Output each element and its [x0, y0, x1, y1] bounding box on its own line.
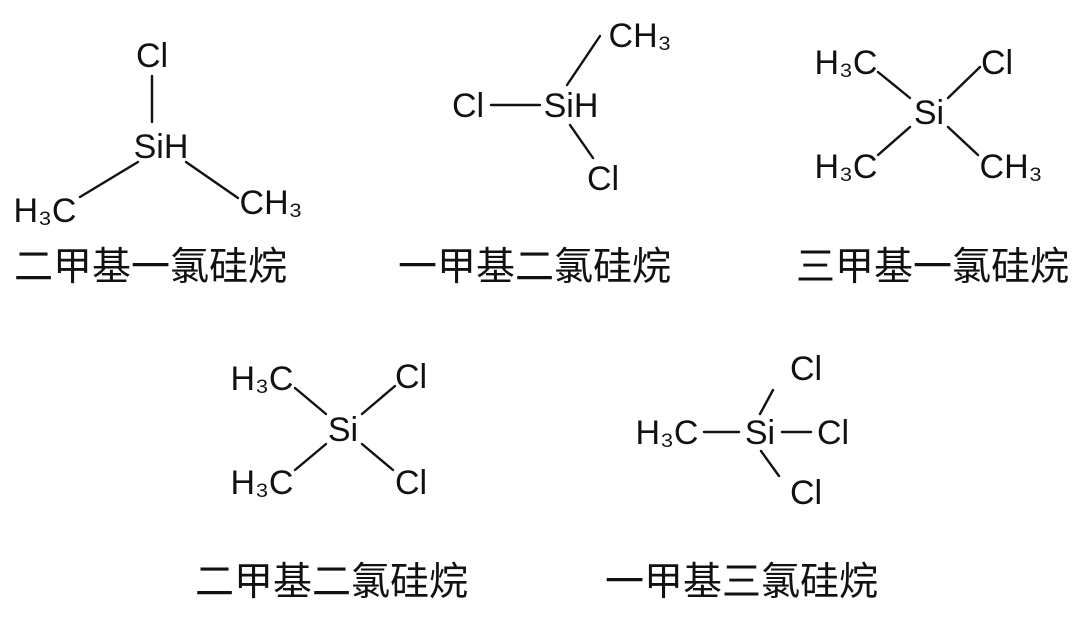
- atom-si: Si: [914, 94, 944, 132]
- molecule-dimethyldichlorosilane: H₃C Cl Si H₃C Cl: [231, 358, 428, 502]
- atom-cl-tr: Cl: [395, 358, 427, 396]
- bond-si-cl-br: [360, 442, 395, 472]
- molecule-methyldichlorosilane: CH₃ Cl SiH Cl: [452, 17, 672, 198]
- atom-h3c-tl: H₃C: [815, 44, 878, 82]
- molecule-methyltrichlorosilane: Cl H₃C Si Cl Cl: [636, 350, 850, 512]
- atom-h3c-bl: H₃C: [231, 464, 294, 502]
- bond-si-ch3-tl: [876, 70, 912, 100]
- atom-h3c: H₃C: [636, 414, 699, 452]
- atom-cl: Cl: [136, 37, 168, 75]
- atom-cl-top: Cl: [790, 350, 822, 388]
- atom-cl-bottom: Cl: [587, 160, 619, 198]
- bond-si-ch3-bl: [876, 125, 912, 157]
- molecule-trimethylchlorosilane: H₃C Cl Si H₃C CH₃: [815, 44, 1043, 186]
- atom-ch3: CH₃: [240, 184, 303, 222]
- caption-trimethylchlorosilane: 三甲基一氯硅烷: [796, 245, 1070, 290]
- atom-ch3-br: CH₃: [980, 148, 1043, 186]
- atom-ch3: CH₃: [609, 17, 672, 55]
- caption-dimethylchlorosilane: 二甲基一氯硅烷: [14, 245, 288, 290]
- atom-h3c: H₃C: [14, 192, 77, 230]
- atom-cl: Cl: [981, 44, 1013, 82]
- bond-si-ch3-left: [78, 160, 140, 199]
- atom-h3c-bl: H₃C: [815, 148, 878, 186]
- atom-cl-right: Cl: [817, 414, 849, 452]
- bond-si-cl-bottom: [759, 449, 781, 478]
- atom-cl-left: Cl: [452, 87, 484, 125]
- caption-dimethyldichlorosilane: 二甲基二氯硅烷: [195, 560, 469, 605]
- bond-si-cl-bottom: [568, 123, 595, 160]
- bond-si-ch3-br: [946, 125, 980, 157]
- atom-si: Si: [328, 411, 358, 449]
- bond-si-cl-top: [758, 388, 775, 416]
- atom-cl-br: Cl: [395, 464, 427, 502]
- caption-methyltrichlorosilane: 一甲基三氯硅烷: [605, 560, 879, 605]
- molecule-dimethylchlorosilane: Cl SiH H₃C CH₃: [14, 37, 303, 230]
- bond-si-ch3: [565, 34, 602, 87]
- atom-si: Si: [745, 414, 775, 452]
- bond-si-cl-tr: [360, 384, 397, 416]
- caption-methyldichlorosilane: 一甲基二氯硅烷: [398, 245, 672, 290]
- bond-si-ch3-bl: [293, 442, 328, 472]
- atom-sih: SiH: [134, 128, 189, 166]
- atom-cl-bottom: Cl: [790, 474, 822, 512]
- atom-h3c-tl: H₃C: [231, 360, 294, 398]
- bond-si-ch3-tl: [293, 386, 328, 416]
- atom-sih: SiH: [544, 87, 599, 125]
- bond-si-ch3-right: [184, 160, 240, 200]
- bond-si-cl: [946, 65, 982, 100]
